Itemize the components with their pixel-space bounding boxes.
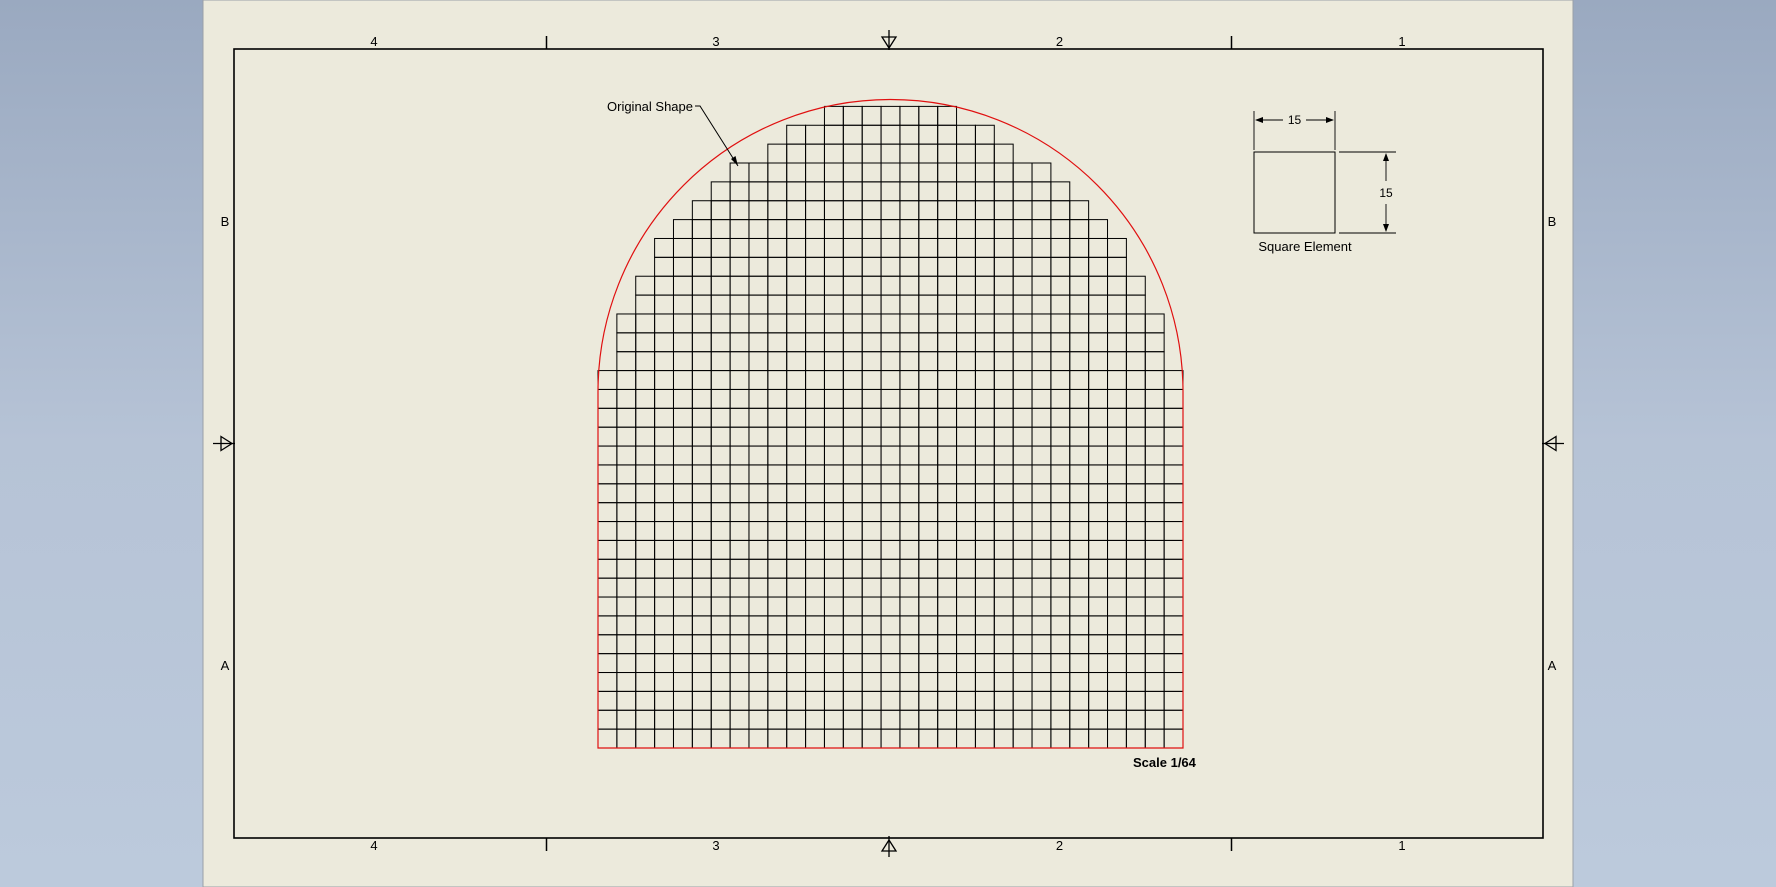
zone-row-right-A: A [1548,658,1557,673]
zone-dividers [545,36,1233,851]
zone-row-left-B: B [221,214,230,229]
original-shape-label: Original Shape [607,99,693,114]
zone-col-bottom-1: 1 [1398,838,1405,853]
center-mark-top [880,30,898,50]
height-dimension-value: 15 [1379,186,1393,200]
square-element-detail: 15 15 Square Element [1253,111,1396,254]
zone-row-right-B: B [1548,214,1557,229]
original-shape-outline [597,98,1184,749]
zone-col-bottom-4: 4 [370,838,377,853]
square-element [1253,151,1336,234]
zone-labels: 4 3 2 1 4 3 2 1 B A B A [221,34,1557,853]
center-mark-right [1542,435,1564,452]
zone-col-top-1: 1 [1398,34,1405,49]
center-mark-bottom [880,836,898,857]
original-shape-leader [695,105,739,167]
center-mark-left [213,435,235,452]
square-element-label: Square Element [1258,239,1352,254]
width-dimension [1253,111,1336,150]
scale-label: Scale 1/64 [1133,755,1197,770]
centering-marks [213,30,1564,857]
zone-col-bottom-2: 2 [1056,838,1063,853]
zone-col-top-2: 2 [1056,34,1063,49]
zone-col-top-4: 4 [370,34,377,49]
zone-row-left-A: A [221,658,230,673]
width-dimension-value: 15 [1288,113,1302,127]
drawing-sheet [202,0,1574,887]
height-dimension [1339,151,1396,234]
zone-col-bottom-3: 3 [712,838,719,853]
zone-col-top-3: 3 [712,34,719,49]
